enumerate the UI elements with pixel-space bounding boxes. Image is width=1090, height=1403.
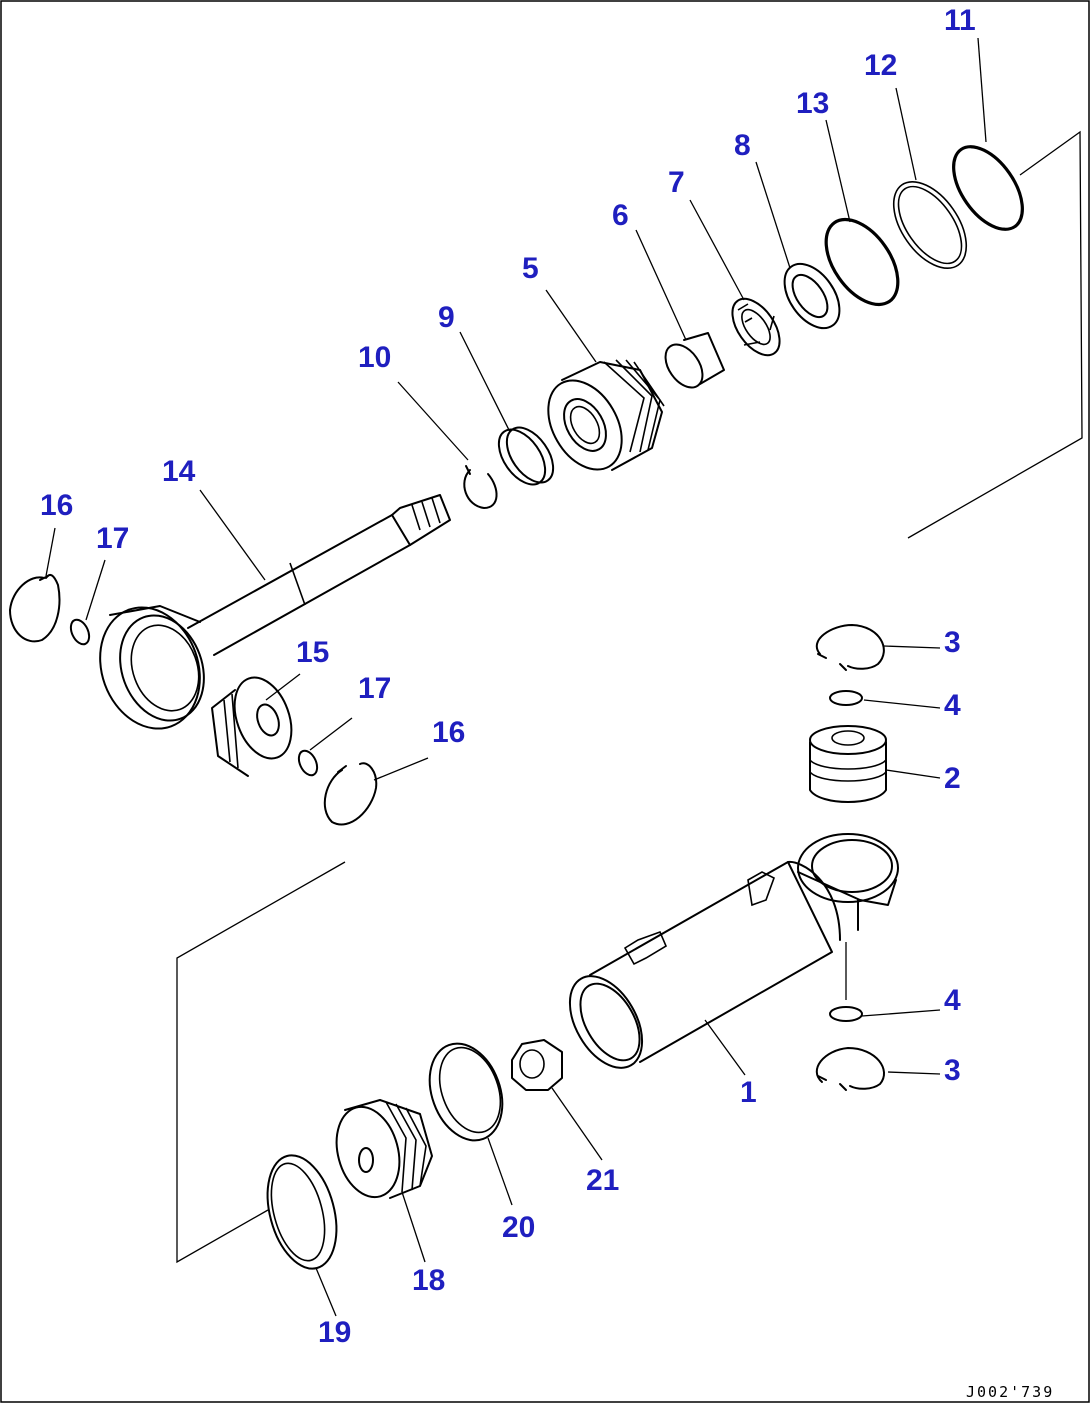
part-16a-snap-ring <box>9 573 61 643</box>
part-7-wear-ring <box>731 297 781 357</box>
part-8-seal <box>783 262 841 330</box>
label-part-10: 10 <box>358 341 391 374</box>
label-part-4a: 4 <box>944 689 961 722</box>
part-number-labels: 11 12 13 8 7 6 5 9 10 14 16 17 15 17 16 … <box>40 4 976 1349</box>
part-17b-ring <box>297 749 319 777</box>
part-18-piston <box>335 1099 433 1199</box>
part-16b-snap-ring <box>323 762 378 826</box>
label-part-3b: 3 <box>944 1054 961 1087</box>
part-3a-snap-ring <box>815 624 885 671</box>
label-part-9: 9 <box>438 301 455 334</box>
label-part-16b: 16 <box>432 716 465 749</box>
part-19-seal <box>266 1154 338 1270</box>
label-part-21: 21 <box>586 1164 619 1197</box>
part-14-piston-rod <box>99 494 451 730</box>
part-4b-ring <box>829 1006 863 1022</box>
label-part-12: 12 <box>864 49 897 82</box>
label-part-18: 18 <box>412 1264 445 1297</box>
part-4a-ring <box>829 690 863 706</box>
part-1-cylinder <box>568 833 899 1069</box>
part-15-bushing <box>211 676 293 777</box>
label-part-14: 14 <box>162 455 196 488</box>
part-2-bushing <box>809 725 887 803</box>
part-20-ring <box>428 1042 504 1142</box>
label-part-16a: 16 <box>40 489 73 522</box>
label-part-6: 6 <box>612 199 629 232</box>
label-part-5: 5 <box>522 252 539 285</box>
label-part-13: 13 <box>796 87 829 120</box>
label-part-4b: 4 <box>944 984 961 1017</box>
part-11-o-ring <box>952 145 1024 231</box>
label-part-17a: 17 <box>96 522 129 555</box>
label-part-2: 2 <box>944 762 961 795</box>
part-3b-snap-ring <box>815 1047 886 1091</box>
part-6-collar <box>664 332 725 389</box>
label-part-7: 7 <box>668 166 685 199</box>
drawing-code: J002'739 <box>966 1383 1054 1401</box>
leader-lines <box>45 37 987 1317</box>
part-12-backup-ring <box>892 180 968 270</box>
part-21-nut <box>511 1039 563 1091</box>
label-part-19: 19 <box>318 1316 351 1349</box>
label-part-15: 15 <box>296 636 329 669</box>
label-part-17b: 17 <box>358 672 391 705</box>
part-17a-ring <box>69 618 91 646</box>
label-part-8: 8 <box>734 129 751 162</box>
part-10-snap-ring <box>463 465 498 509</box>
assembly-guide-lines <box>176 130 1083 1264</box>
part-13-o-ring <box>824 217 900 307</box>
label-part-11: 11 <box>944 4 976 37</box>
part-9-ring <box>497 426 555 486</box>
label-part-20: 20 <box>502 1211 535 1244</box>
part-5-piston <box>547 359 665 471</box>
label-part-1: 1 <box>740 1076 757 1109</box>
label-part-3a: 3 <box>944 626 961 659</box>
